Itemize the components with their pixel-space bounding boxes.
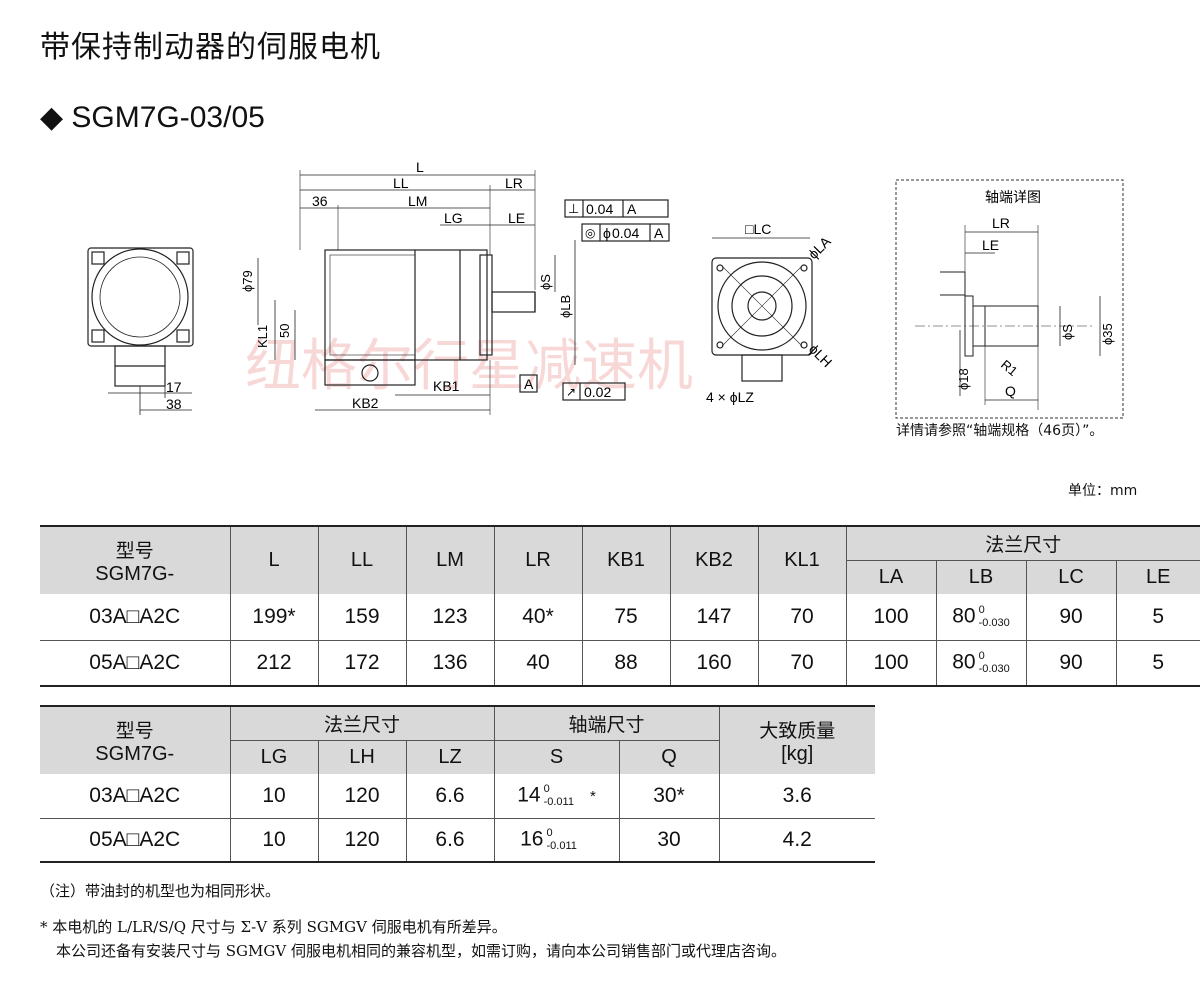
flange-group-header: 法兰尺寸 — [229, 706, 494, 741]
perp-tol: 0.04 — [586, 201, 613, 217]
dim-d79: ϕ79 — [240, 270, 255, 292]
shaft-dim-d18: ϕ18 — [956, 368, 971, 390]
unit-label: 单位：mm — [1068, 483, 1138, 499]
note-compatible: 本公司还备有安装尺寸与 SGMGV 伺服电机相同的兼容机型，如需订购，请向本公司… — [56, 942, 786, 960]
dimension-drawings: 纽格尔行星减速机 17 38 — [87, 159, 1124, 439]
header-LE: LE — [1115, 560, 1200, 594]
cell-model: 05A□A2C — [89, 827, 181, 851]
shaft-group-header: 轴端尺寸 — [493, 706, 719, 741]
conc-symbol: ◎ — [585, 226, 595, 240]
header-KB2: KB2 — [669, 526, 758, 594]
perp-datum: A — [627, 201, 637, 217]
dim-LM: LM — [408, 193, 427, 209]
flange-group-header: 法兰尺寸 — [845, 526, 1200, 561]
table-row: 03A□A2C 199* 159 123 40* 75 147 70 100 8… — [40, 594, 1200, 641]
shaft-dim-Q: Q — [1005, 383, 1016, 399]
header-L: L — [229, 526, 318, 594]
header-LR: LR — [493, 526, 582, 594]
note-oil-seal: （注）带油封的机型也为相同形状。 — [40, 882, 281, 900]
mass-header: 大致质量[kg] — [718, 706, 875, 774]
header-S: S — [493, 740, 619, 774]
runout-tol: 0.02 — [584, 384, 611, 400]
dim-LZ: 4 × ϕLZ — [706, 389, 754, 405]
header-Q: Q — [618, 740, 719, 774]
note-difference: * 本电机的 L/LR/S/Q 尺寸与 Σ-V 系列 SGMGV 伺服电机有所差… — [40, 918, 507, 936]
header-LA: LA — [845, 560, 936, 594]
header-KL1: KL1 — [757, 526, 846, 594]
header-LZ: LZ — [405, 740, 494, 774]
dim-KB1: KB1 — [433, 378, 460, 394]
shaft-dim-R1: R1 — [998, 357, 1020, 379]
header-LH: LH — [317, 740, 406, 774]
dim-LE: LE — [508, 210, 525, 226]
svg-text:ϕ: ϕ — [603, 225, 611, 241]
shaft-dim-d35: ϕ35 — [1100, 323, 1115, 345]
page-title: 带保持制动器的伺服电机 — [40, 30, 381, 65]
front-view — [711, 237, 813, 382]
side-dim-17: 17 — [166, 379, 182, 395]
cell-model: 05A□A2C — [89, 650, 181, 674]
dim-50: 50 — [277, 324, 292, 338]
header-LG: LG — [229, 740, 318, 774]
shaft-detail — [895, 179, 1124, 419]
dim-LH: ϕLH — [806, 341, 836, 371]
datum-a: A — [524, 376, 534, 392]
shaft-dim-LR: LR — [992, 215, 1010, 231]
runout-symbol: ↗ — [566, 385, 576, 399]
shaft-detail-title: 轴端详图 — [985, 190, 1041, 206]
dim-LL: LL — [393, 175, 409, 191]
side-view — [87, 247, 194, 415]
model-heading: ◆ SGM7G-03/05 — [40, 101, 265, 134]
dim-KL1: KL1 — [255, 325, 270, 348]
conc-datum: A — [654, 225, 664, 241]
side-dim-38: 38 — [166, 396, 182, 412]
header-LB: LB — [935, 560, 1026, 594]
dim-LB: ϕLB — [558, 295, 573, 318]
main-view — [257, 170, 670, 415]
header-LL: LL — [317, 526, 406, 594]
watermark-text: 纽格尔行星减速机 — [245, 334, 693, 399]
header-LM: LM — [405, 526, 494, 594]
dim-LC: □LC — [745, 221, 771, 237]
dim-LR: LR — [505, 175, 523, 191]
shaft-dim-S: ϕS — [1060, 324, 1075, 340]
header-LC: LC — [1025, 560, 1116, 594]
header-KB1: KB1 — [581, 526, 670, 594]
dim-KB2: KB2 — [352, 395, 379, 411]
dim-L: L — [416, 159, 424, 175]
dim-S: ϕS — [538, 274, 553, 290]
cell-model: 03A□A2C — [40, 774, 230, 819]
cell-model: 03A□A2C — [40, 594, 230, 641]
shaft-detail-note: 详情请参照“轴端规格（46页）”。 — [896, 423, 1104, 439]
dim-LG: LG — [444, 210, 463, 226]
perp-symbol: ⊥ — [568, 201, 579, 216]
shaft-dim-LE: LE — [982, 237, 999, 253]
dim-36: 36 — [312, 193, 328, 209]
conc-tol: 0.04 — [612, 225, 639, 241]
